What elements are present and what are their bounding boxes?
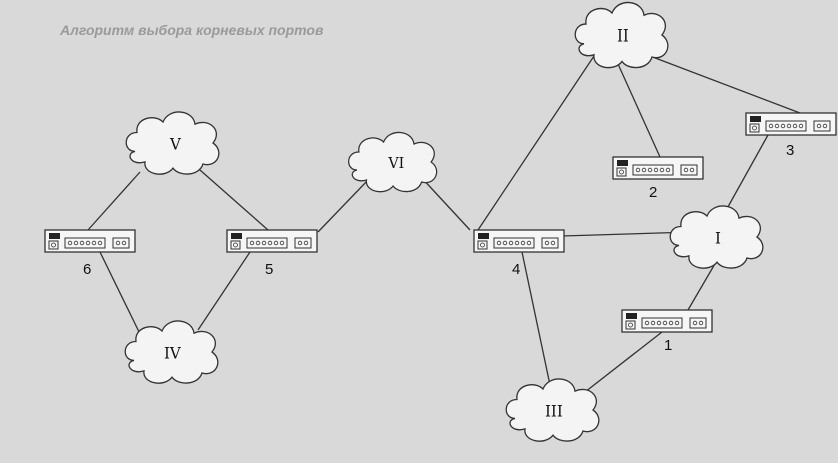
link-IV-5 xyxy=(197,251,251,331)
links xyxy=(87,49,801,393)
switch-icon xyxy=(473,229,565,253)
device-4[interactable]: 4 xyxy=(473,229,565,278)
device-label: 5 xyxy=(265,261,273,278)
link-II-3 xyxy=(649,55,801,114)
cloud-IV[interactable]: IV xyxy=(124,320,219,384)
device-label: 3 xyxy=(786,142,794,159)
cloud-II[interactable]: II xyxy=(574,1,669,69)
section-heading: Алгоритм выбора корневых портов xyxy=(60,22,324,38)
link-VI-5 xyxy=(317,179,369,233)
cloud-V[interactable]: V xyxy=(125,111,220,175)
cloud-label: I xyxy=(715,229,721,247)
link-III-1 xyxy=(584,331,663,393)
switch-icon xyxy=(44,229,136,253)
link-III-4 xyxy=(521,251,551,386)
switch-icon xyxy=(226,229,318,253)
link-VI-4 xyxy=(419,175,471,231)
switch-icon xyxy=(621,309,713,333)
device-3[interactable]: 3 xyxy=(745,112,837,159)
device-2[interactable]: 2 xyxy=(612,156,704,201)
device-1[interactable]: 1 xyxy=(621,309,713,354)
cloud-label: II xyxy=(617,26,629,46)
link-II-2 xyxy=(617,63,661,158)
link-IV-6 xyxy=(99,251,143,339)
cloud-label: V xyxy=(169,135,182,153)
device-label: 6 xyxy=(83,261,91,278)
cloud-III[interactable]: III xyxy=(505,378,600,442)
cloud-I[interactable]: I xyxy=(669,205,764,269)
link-V-5 xyxy=(199,169,269,231)
device-6[interactable]: 6 xyxy=(44,229,136,278)
cloud-label: VI xyxy=(387,155,404,172)
device-5[interactable]: 5 xyxy=(226,229,318,278)
cloud-label: IV xyxy=(164,344,182,362)
link-I-1 xyxy=(687,261,717,311)
device-label: 2 xyxy=(649,184,657,201)
link-I-3 xyxy=(723,134,769,215)
link-V-6 xyxy=(87,171,141,231)
switch-icon xyxy=(745,112,837,136)
switch-icon xyxy=(612,156,704,180)
cloud-VI[interactable]: VI xyxy=(348,131,438,193)
link-II-4 xyxy=(477,49,599,231)
device-label: 4 xyxy=(512,261,520,278)
cloud-label: III xyxy=(545,402,563,420)
device-label: 1 xyxy=(664,337,672,354)
